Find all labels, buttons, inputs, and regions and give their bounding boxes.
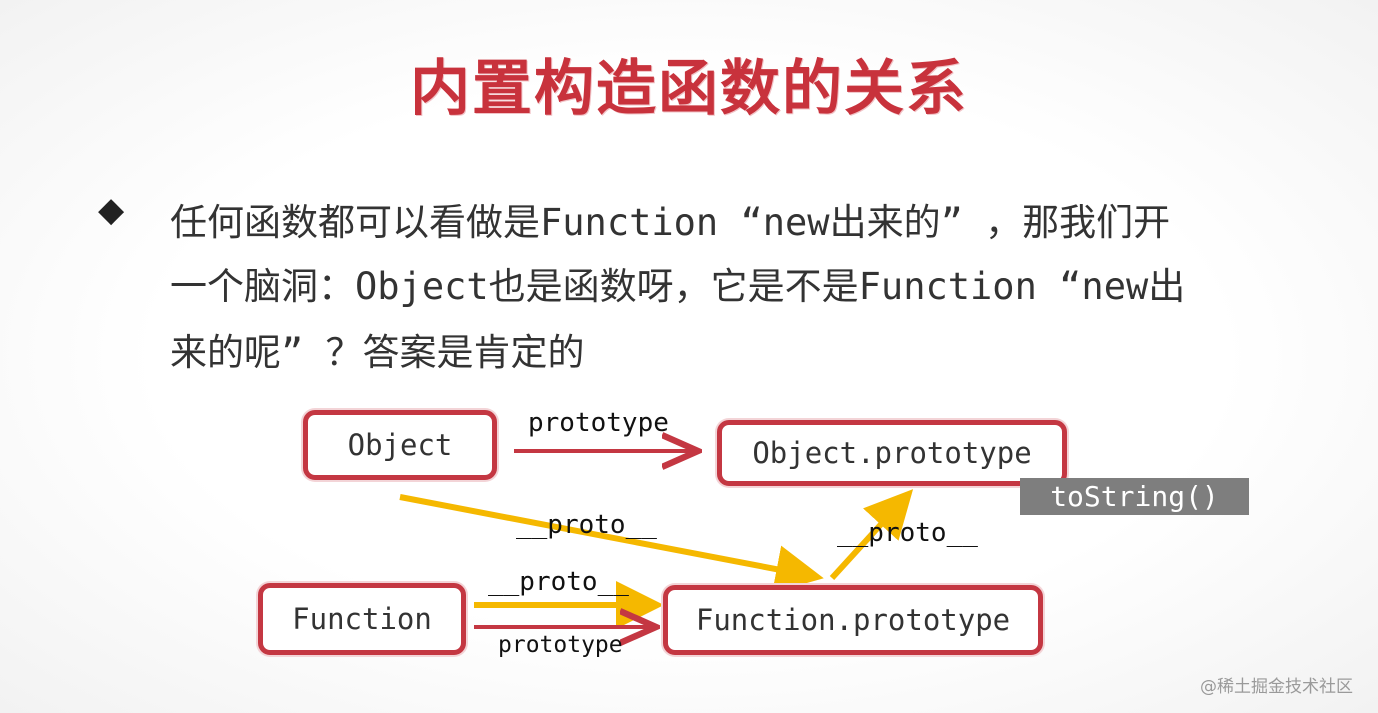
bullet-text-line-3: 来的呢” ？答案是肯定的 <box>170 331 585 374</box>
slide-title: 内置构造函数的关系 <box>410 54 968 124</box>
tostring-badge: toString() <box>1020 478 1249 515</box>
edge-label-object-prototype: prototype <box>528 408 669 438</box>
arrow-function-prototype-proto <box>829 489 914 581</box>
bullet-text-line-2: 一个脑洞：Object也是函数呀，它是不是Function “new出 <box>170 265 1186 308</box>
arrow-object-proto <box>399 494 824 593</box>
edge-label-function-prototype: prototype <box>498 632 623 658</box>
watermark-credit: @稀土掘金技术社区 <box>1200 677 1353 697</box>
node-function-prototype: Function.prototype <box>663 585 1043 655</box>
bullet-diamond-icon: ◆ <box>98 190 125 230</box>
bullet-text-line-1: 任何函数都可以看做是Function “new出来的” ，那我们开 <box>170 201 1171 244</box>
node-object: Object <box>303 410 497 480</box>
edge-label-function-prototype-proto: __proto__ <box>837 518 978 548</box>
edge-label-object-proto: __proto__ <box>516 510 657 540</box>
node-function: Function <box>258 583 466 655</box>
node-object-prototype: Object.prototype <box>717 420 1067 486</box>
edge-label-function-proto: __proto__ <box>488 567 629 597</box>
